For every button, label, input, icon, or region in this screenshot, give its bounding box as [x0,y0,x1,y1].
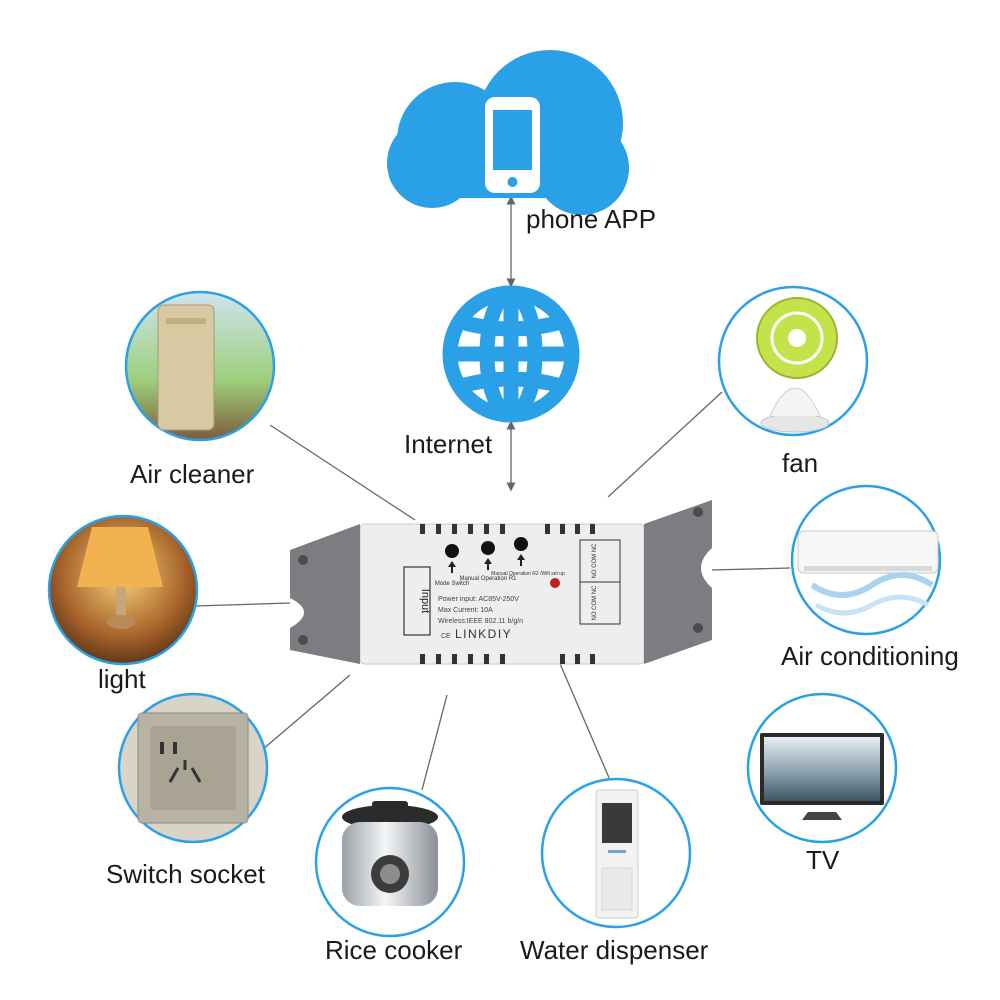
manual-r1-label: Manual Operation R1 [459,576,517,582]
device-label-rice-cooker: Rice cooker [325,935,463,965]
tv-icon [760,733,884,820]
connector-light [194,602,291,607]
device-switch-socket [117,692,269,844]
status-led [550,578,560,588]
device-label-tv: TV [806,845,840,875]
terminal-1-label: NO COM NC [592,543,598,579]
spec-current: Max Current: 10A [438,607,493,614]
water-dispenser-icon [595,789,639,919]
manual-r2-button[interactable] [514,537,528,551]
device-rice-cooker [314,786,466,938]
device-water-dispenser [540,777,692,929]
wall-socket-icon [137,712,249,824]
fan-icon [756,297,838,433]
air-conditioner-icon [797,530,939,616]
terminal-2-label: NO COM NC [592,585,598,621]
right-end-cap [644,500,712,664]
rice-cooker-icon [342,801,438,906]
manual-r2-label: Manual Operation R2 /Wifi set up [491,571,565,577]
device-label-switch-socket: Switch socket [106,859,265,889]
connector-fan [607,391,723,498]
manual-r1-button[interactable] [481,541,495,555]
table-lamp-icon [77,527,163,629]
vent-holes [420,524,595,664]
device-air-cleaner [124,290,276,442]
mode-switch-label: Mode Switch [435,581,469,587]
device-fan [717,285,869,437]
spec-power: Power input: AC85V-250V [438,596,519,603]
device-label-fan: fan [782,448,819,478]
device-light [47,514,199,666]
connector-air-conditioning [711,567,791,571]
cloud-phone-app [387,50,629,215]
device-air-conditioning [790,484,942,636]
device-label-light: light [98,664,146,694]
connector-lines [194,195,791,791]
connector-rice-cooker [421,694,448,791]
input-box [403,566,431,636]
brand-name: LINKDIY [455,627,512,641]
connector-air-cleaner [269,424,416,521]
phone-app-label: phone APP [526,204,657,234]
globe-icon [442,285,580,423]
air-cleaner-icon [157,304,215,431]
connector-switch-socket [261,674,351,751]
connector-water-dispenser [554,651,611,781]
device-label-air-cleaner: Air cleaner [130,459,255,489]
device-tv [746,692,898,844]
mode-switch-button[interactable] [445,544,459,558]
device-label-water-dispenser: Water dispenser [520,935,709,965]
relay-module: Input Mode Switch Manual Operation R1 Ma… [290,500,712,665]
spec-wireless: Wireless:IEEE 802.11 b/g/n [438,618,523,625]
module-body [359,523,645,665]
ce-mark: CE [441,633,451,640]
input-label: Input [419,589,431,613]
internet-label: Internet [404,429,493,459]
phone-icon [485,97,540,193]
device-label-air-conditioning: Air conditioning [781,641,959,671]
